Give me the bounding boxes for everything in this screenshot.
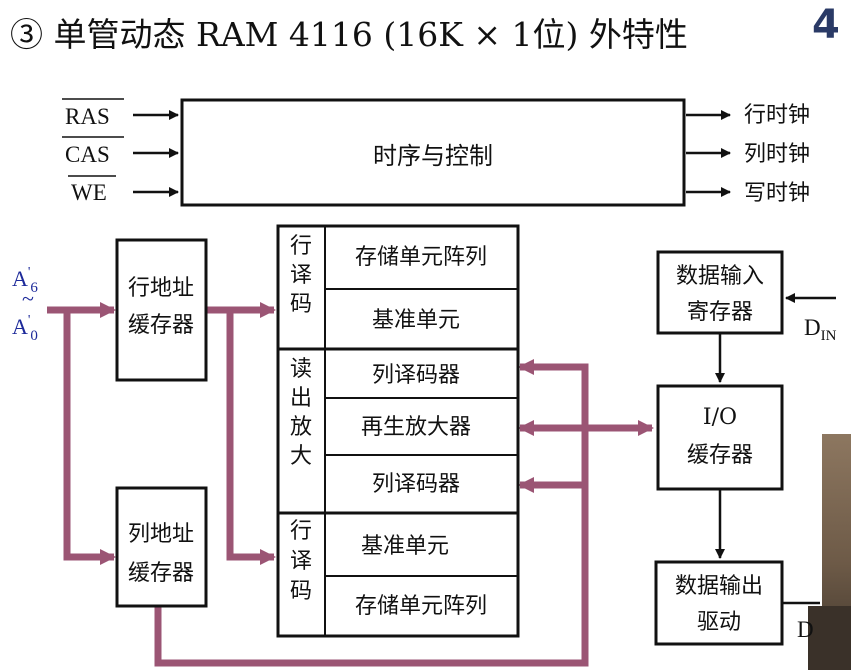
top-decoder-char-3: 码: [290, 292, 312, 317]
memory-array-block: 行 译 码 读 出 放 大 行 译 码 存储单元阵列 基准单元 列译码器 再生放…: [276, 224, 520, 638]
bottom-decoder-char-2: 译: [290, 549, 312, 574]
row-address-bus: [206, 302, 276, 565]
din-label: DIN: [804, 315, 837, 344]
io-buffer: [656, 384, 784, 491]
address-range-mark: ~: [22, 286, 34, 311]
sense-amp-char-2: 出: [290, 386, 312, 411]
we-label: WE: [71, 180, 107, 205]
cell-col-decoder-bottom: 列译码器: [372, 472, 460, 497]
page-title: ③ 单管动态 RAM 4116 (16K × 1位) 外特性: [10, 15, 688, 54]
row-buffer-line2: 缓存器: [128, 313, 194, 338]
column-address-buffer: [115, 486, 208, 608]
cell-reference-bottom: 基准单元: [361, 534, 449, 559]
timing-control-label: 时序与控制: [373, 142, 493, 170]
col-buffer-line2: 缓存器: [128, 561, 194, 586]
sense-amp-char-1: 读: [290, 357, 312, 382]
control-input-ras: RAS: [62, 98, 179, 129]
timing-control-block: [180, 98, 686, 207]
ras-label: RAS: [65, 104, 110, 129]
address-inputs: A'6 ~ A'0: [12, 265, 38, 344]
dout-label: D: [797, 617, 814, 642]
cell-regen-amp: 再生放大器: [361, 415, 471, 440]
io-buffer-line2: 缓存器: [687, 443, 753, 468]
sense-amp-char-4: 大: [290, 444, 312, 469]
slide-number: 4: [812, 2, 840, 48]
data-in-reg-line2: 寄存器: [687, 300, 753, 325]
data-input-register: [656, 250, 784, 335]
cell-reference-top: 基准单元: [372, 308, 460, 333]
sense-amp-char-3: 放: [290, 415, 312, 440]
control-input-we: WE: [68, 175, 179, 205]
write-clock-label: 写时钟: [744, 181, 810, 206]
data-out-drv-line2: 驱动: [697, 610, 741, 635]
data-in-reg-line1: 数据输入: [676, 264, 764, 289]
column-address-bus: [154, 359, 589, 667]
cas-label: CAS: [65, 142, 110, 167]
io-buffer-line1: I/O: [703, 405, 737, 430]
address-bus: [47, 302, 116, 565]
row-buffer-line1: 行地址: [128, 276, 194, 301]
row-clock-label: 行时钟: [744, 103, 810, 128]
cell-storage-array-top: 存储单元阵列: [355, 245, 487, 270]
top-decoder-char-1: 行: [290, 234, 312, 259]
cell-storage-array-bottom: 存储单元阵列: [355, 594, 487, 619]
control-output-col-clock: 列时钟: [686, 142, 810, 167]
data-out-drv-line1: 数据输出: [675, 574, 763, 599]
col-buffer-line1: 列地址: [128, 522, 194, 547]
control-input-cas: CAS: [62, 136, 179, 167]
top-decoder-char-2: 译: [290, 263, 312, 288]
control-output-write-clock: 写时钟: [686, 181, 810, 206]
cell-col-decoder-top: 列译码器: [372, 363, 460, 388]
row-address-buffer: [115, 238, 208, 382]
data-output-driver: [654, 560, 784, 646]
corner-photo-shadow: [808, 606, 851, 670]
bottom-decoder-char-3: 码: [290, 579, 312, 604]
col-clock-label: 列时钟: [744, 142, 810, 167]
address-low-label: A'0: [12, 313, 38, 344]
control-output-row-clock: 行时钟: [686, 103, 810, 128]
bottom-decoder-char-1: 行: [290, 519, 312, 544]
